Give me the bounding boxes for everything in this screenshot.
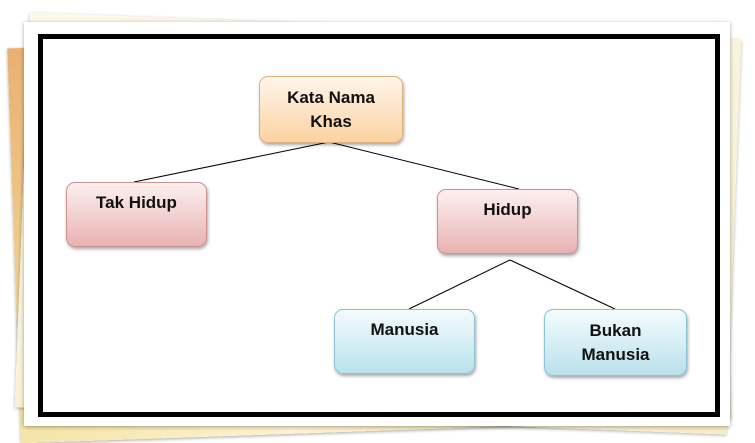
edge-hidup-bukan-manusia: [509, 259, 616, 310]
node-tak-hidup: Tak Hidup: [66, 182, 207, 247]
node-hidup: Hidup: [437, 189, 578, 254]
node-kata-nama-khas: Kata Nama Khas: [259, 76, 403, 143]
node-bukan-manusia: Bukan Manusia: [544, 309, 687, 376]
node-manusia: Manusia: [334, 309, 475, 374]
edge-hidup-manusia: [408, 259, 511, 310]
edge-root-tak-hidup: [133, 141, 330, 183]
edge-root-hidup: [328, 141, 520, 190]
